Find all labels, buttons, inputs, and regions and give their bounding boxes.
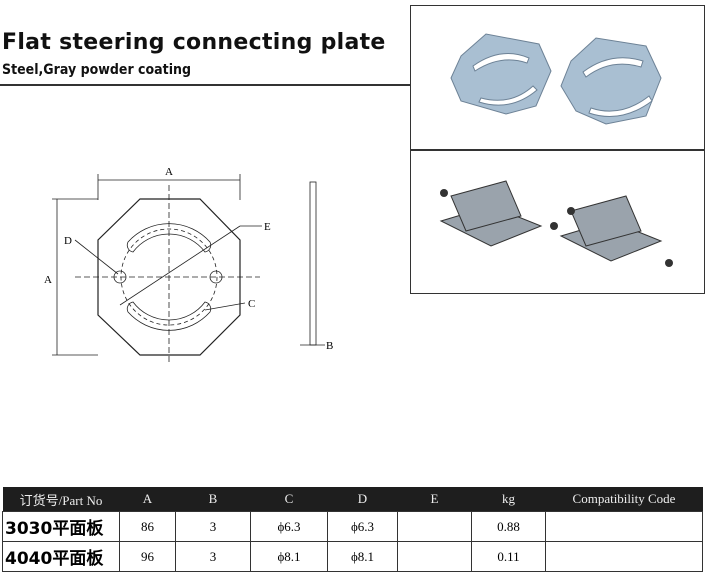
col-c: C bbox=[250, 487, 328, 512]
technical-drawing: A A D E C B bbox=[44, 166, 333, 365]
dim-a-top: A bbox=[165, 166, 173, 178]
cell-a: 86 bbox=[119, 511, 176, 542]
cell-c: ϕ8.1 bbox=[250, 541, 328, 572]
spec-table: 订货号/Part No A B C D E kg Compatibility C… bbox=[2, 487, 703, 572]
cell-d: ϕ8.1 bbox=[327, 541, 398, 572]
part-no: 3030平面板 bbox=[2, 511, 120, 542]
col-d: D bbox=[327, 487, 398, 512]
table-header-row: 订货号/Part No A B C D E kg Compatibility C… bbox=[2, 487, 703, 512]
col-compat: Compatibility Code bbox=[545, 487, 703, 512]
cell-e bbox=[397, 541, 472, 572]
table-row: 4040平面板 96 3 ϕ8.1 ϕ8.1 0.11 bbox=[2, 541, 703, 572]
product-photo-plates bbox=[410, 5, 705, 150]
page-title: Flat steering connecting plate bbox=[2, 30, 386, 55]
cell-c: ϕ6.3 bbox=[250, 511, 328, 542]
col-b: B bbox=[175, 487, 251, 512]
plate-outline bbox=[97, 198, 241, 356]
cell-b: 3 bbox=[175, 511, 251, 542]
cell-kg: 0.88 bbox=[471, 511, 546, 542]
divider bbox=[0, 84, 410, 86]
cell-a: 96 bbox=[119, 541, 176, 572]
cell-b: 3 bbox=[175, 541, 251, 572]
cell-compat bbox=[545, 511, 703, 542]
label-b: B bbox=[326, 340, 333, 352]
page-subtitle: Steel,Gray powder coating bbox=[2, 62, 192, 78]
col-kg: kg bbox=[471, 487, 546, 512]
cell-kg: 0.11 bbox=[471, 541, 546, 572]
dim-a-left: A bbox=[44, 274, 52, 286]
col-e: E bbox=[397, 487, 472, 512]
product-photo-assembly bbox=[410, 150, 705, 294]
cell-d: ϕ6.3 bbox=[327, 511, 398, 542]
cell-compat bbox=[545, 541, 703, 572]
table-row: 3030平面板 86 3 ϕ6.3 ϕ6.3 0.88 bbox=[2, 511, 703, 542]
label-d: D bbox=[64, 235, 72, 247]
col-a: A bbox=[119, 487, 176, 512]
part-no: 4040平面板 bbox=[2, 541, 120, 572]
label-c: C bbox=[248, 298, 255, 310]
col-part-no: 订货号/Part No bbox=[2, 487, 120, 512]
cell-e bbox=[397, 511, 472, 542]
label-e: E bbox=[264, 221, 271, 233]
